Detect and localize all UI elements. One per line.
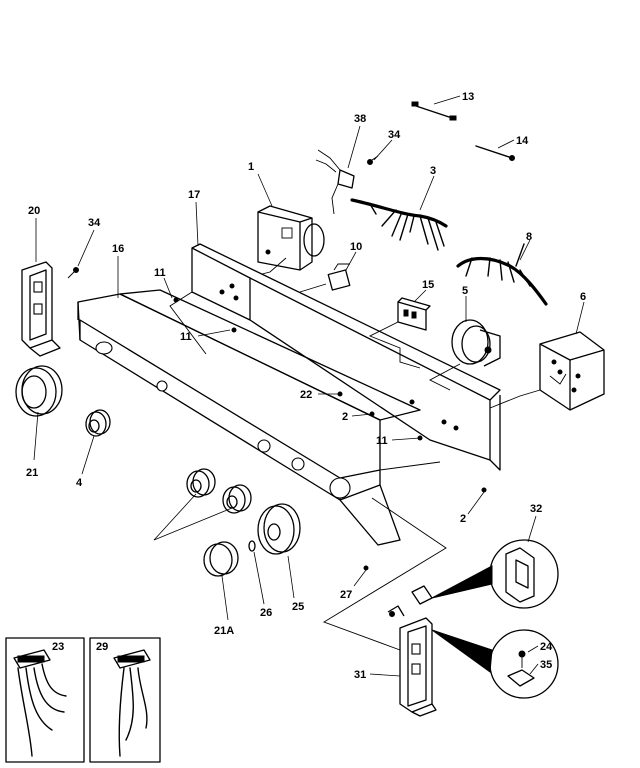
callout-35: 35: [540, 659, 552, 671]
panel-hole: [156, 380, 168, 392]
callout-22: 22: [300, 389, 312, 401]
end-bracket-20: [21, 261, 61, 357]
callout-23: 23: [52, 641, 64, 653]
knob-21a: [203, 541, 239, 577]
knob-4: [85, 409, 111, 437]
callout-17: 17: [188, 189, 200, 201]
switch-15: [368, 297, 431, 369]
selector-knob: [222, 484, 252, 514]
callout-21: 21: [26, 467, 38, 479]
callout-2: 2: [342, 411, 348, 423]
callout-2: 2: [460, 513, 466, 525]
callout-31: 31: [354, 669, 366, 681]
pressure-switch: [429, 319, 501, 391]
console-panel: [77, 289, 421, 546]
callout-27: 27: [340, 589, 352, 601]
leader-lines: [33, 95, 585, 677]
callout-24: 24: [540, 641, 553, 653]
callout-4: 4: [76, 477, 83, 489]
callout-14: 14: [516, 135, 529, 147]
switch-10: [299, 263, 351, 293]
control-bracket: [191, 243, 501, 471]
callout-3: 3: [430, 165, 436, 177]
inset-box-23: [5, 637, 85, 763]
routing-outline: [169, 291, 447, 651]
clip-26: [248, 540, 256, 552]
inset-box-29: [89, 637, 161, 763]
panel-hole: [95, 341, 113, 355]
callout-1: 1: [248, 161, 254, 173]
control-board-6: [489, 331, 605, 411]
callout-29: 29: [96, 641, 108, 653]
callout-25: 25: [292, 601, 304, 613]
callout-11: 11: [376, 435, 388, 447]
wire-harness-3: [350, 198, 448, 251]
lid-lock-31: [387, 585, 437, 717]
callout-13: 13: [462, 91, 474, 103]
callout-5: 5: [462, 285, 468, 297]
wire-jumper-13: [411, 101, 457, 121]
timer: [257, 205, 325, 275]
callout-20: 20: [28, 205, 40, 217]
callout-6: 6: [580, 291, 586, 303]
callout-labels: 1 17 16 11 11 20 34 38 34 13 14 3 8 10 1…: [26, 91, 586, 681]
panel-hole: [329, 477, 351, 499]
callout-15: 15: [422, 279, 434, 291]
callout-11: 11: [154, 267, 166, 279]
callout-34: 34: [388, 129, 401, 141]
selector-knob: [186, 468, 216, 498]
callout-8: 8: [526, 231, 532, 243]
callout-21a: 21A: [214, 625, 234, 637]
callout-11: 11: [180, 331, 192, 343]
connector-38: [315, 149, 355, 215]
detail-view-35: [431, 629, 559, 699]
callout-32: 32: [530, 503, 542, 515]
callout-34: 34: [88, 217, 101, 229]
panel-hole: [291, 457, 305, 471]
callout-38: 38: [354, 113, 366, 125]
wire-harness-8: [456, 243, 548, 306]
callout-16: 16: [112, 243, 124, 255]
callout-26: 26: [260, 607, 272, 619]
screw-34: [67, 267, 79, 279]
panel-hole: [257, 439, 271, 453]
callout-10: 10: [350, 241, 362, 253]
knob-21: [15, 365, 63, 417]
detail-view-32: [431, 539, 559, 609]
wire-jumper-14: [475, 145, 515, 161]
knob-skirt-25: [257, 503, 301, 555]
screws: [173, 297, 487, 571]
